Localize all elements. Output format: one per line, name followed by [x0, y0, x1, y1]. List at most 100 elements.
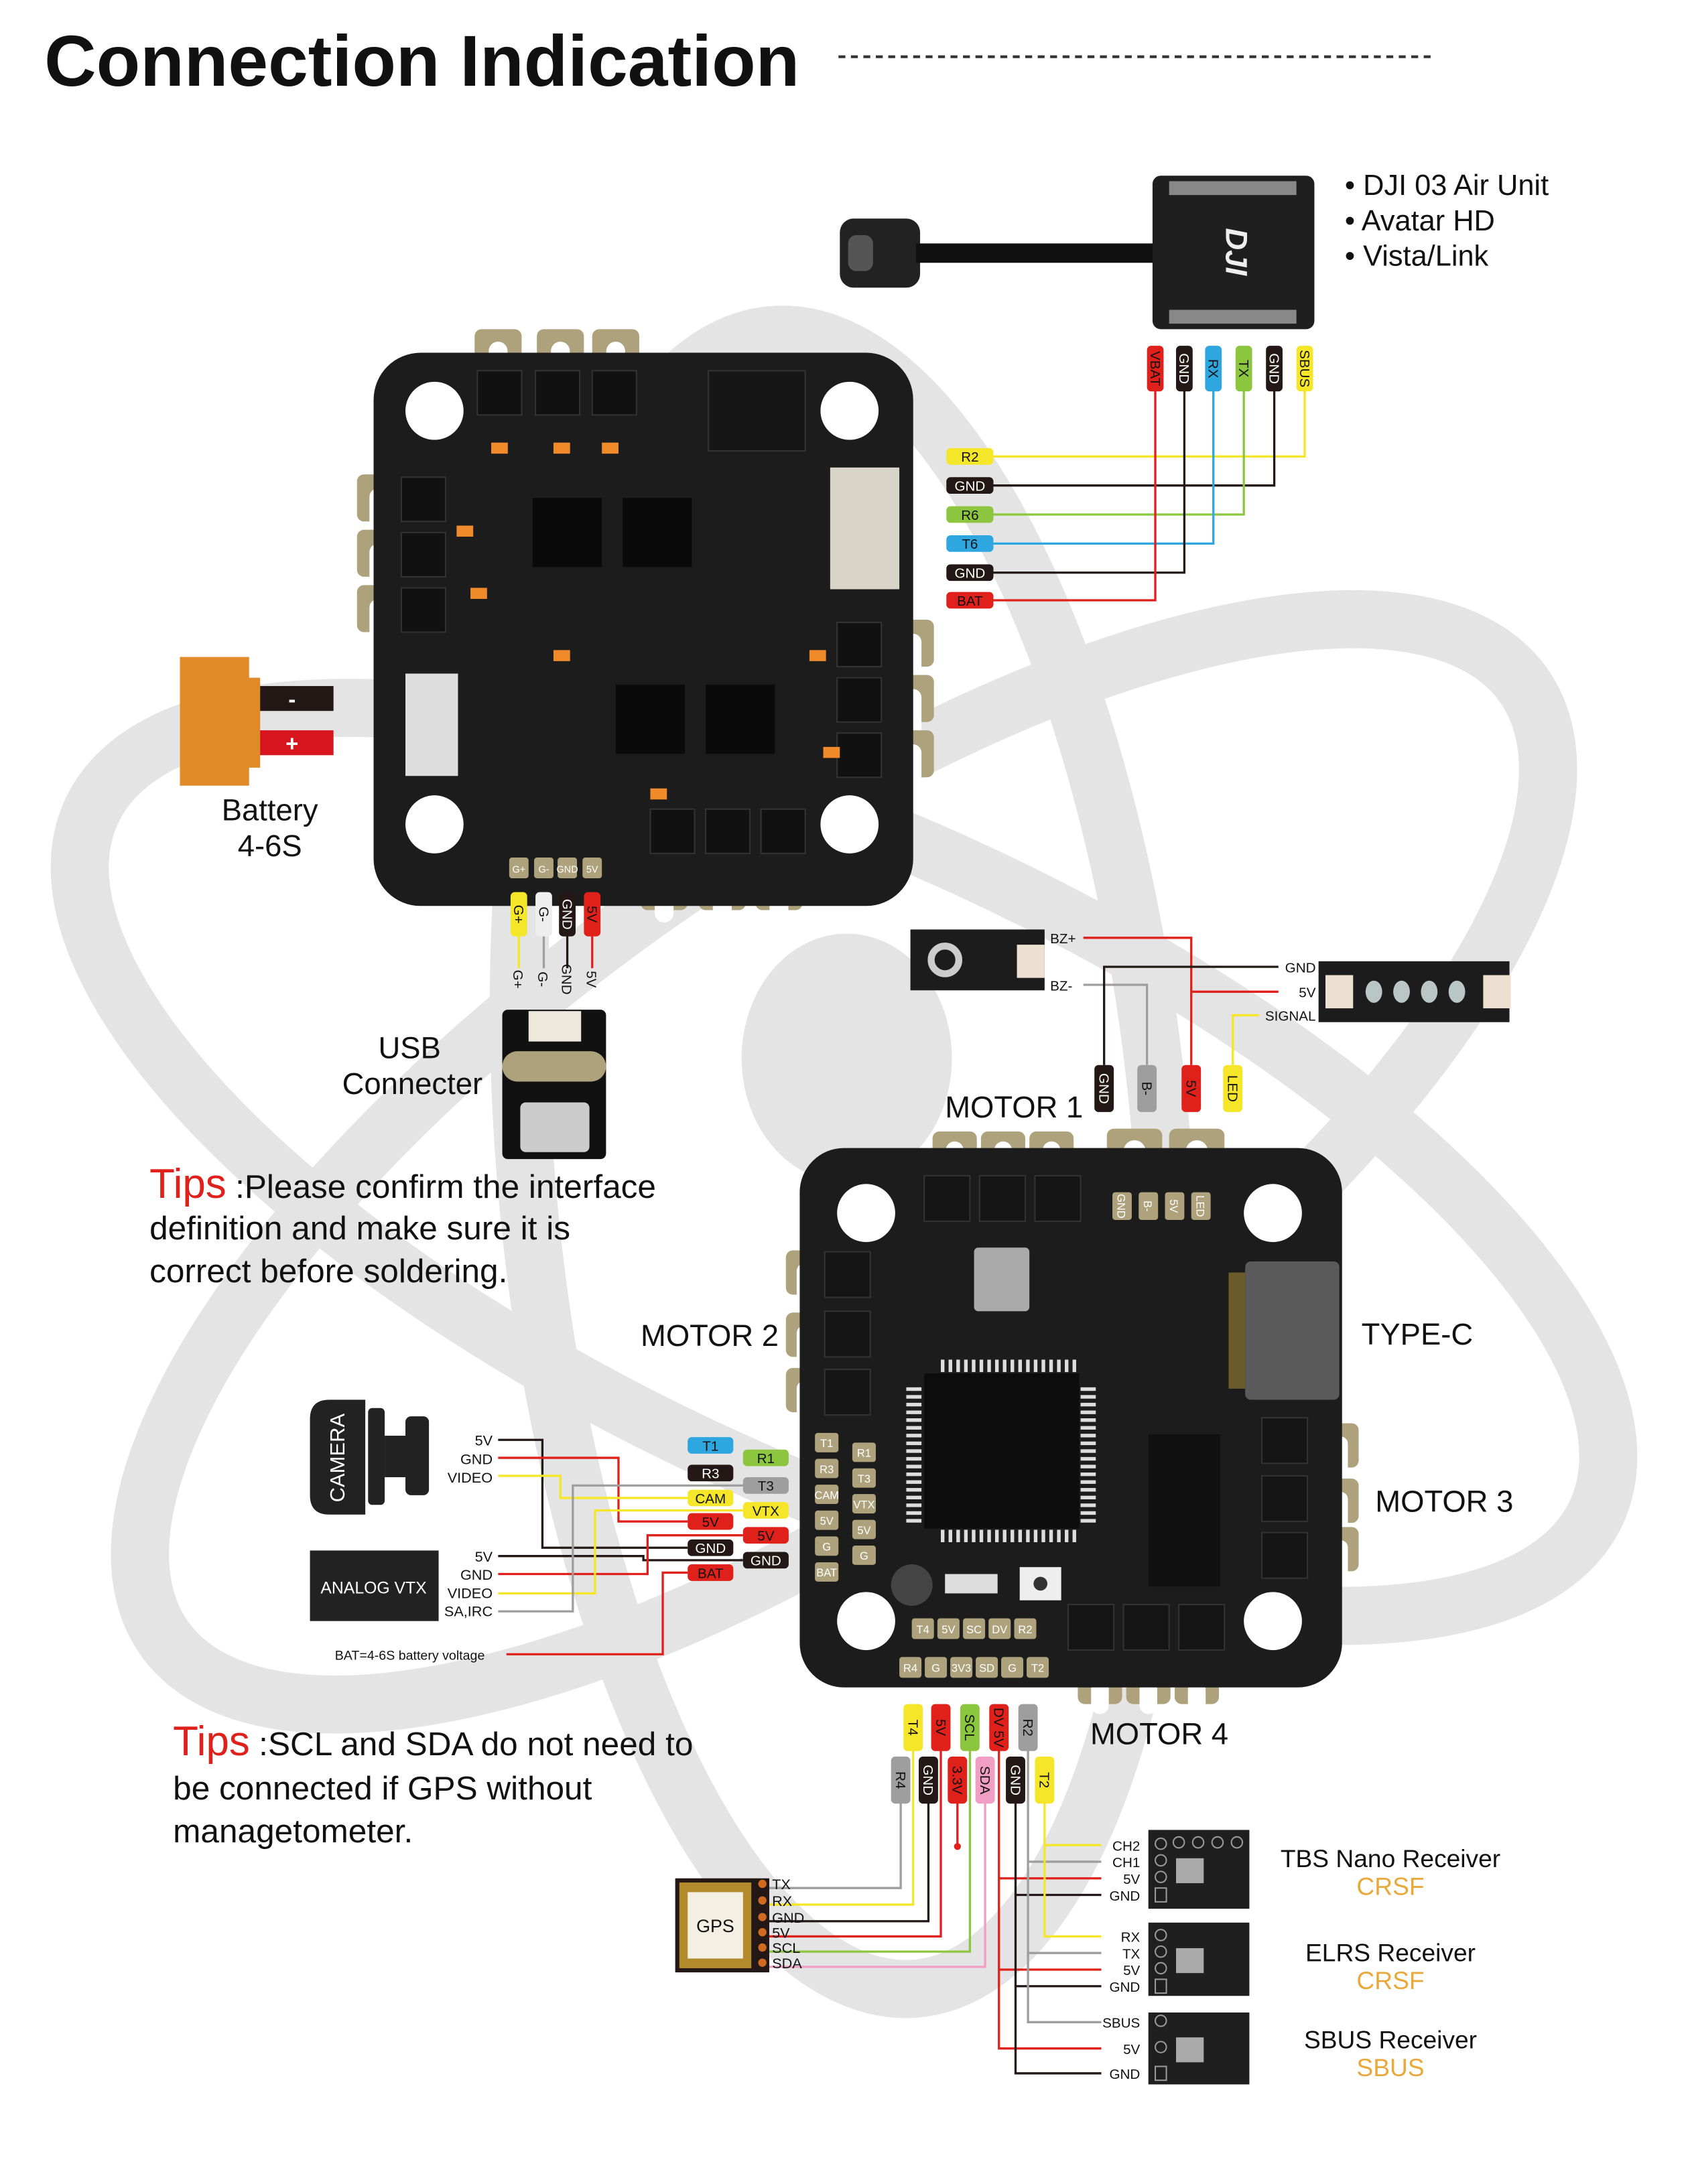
- mosfet: [1260, 1475, 1309, 1523]
- capacitor: [491, 442, 508, 454]
- fc-left-pad: 5V: [815, 1510, 839, 1530]
- esc-uart-tag-background: [946, 535, 994, 552]
- mcu-pin: [1026, 1529, 1030, 1543]
- tips-text: :Please confirm the interface: [235, 1168, 656, 1205]
- receiver-pad: [1155, 1978, 1167, 1994]
- mcu-pin: [906, 1488, 922, 1492]
- mcu-pin: [956, 1529, 960, 1543]
- fc-bottom-pad: T4: [911, 1618, 934, 1639]
- fc-bottom-pad: T2: [1027, 1657, 1049, 1678]
- gps-pin: [758, 1943, 767, 1952]
- led-icon: [1393, 980, 1410, 1003]
- mcu-pin: [972, 1359, 976, 1373]
- esc-pin-tag-label: 5V: [584, 906, 600, 923]
- fc-uart-tag-background: [688, 1437, 734, 1454]
- esc-pad-label: G+: [512, 864, 525, 875]
- bat-wire: [506, 1571, 688, 1655]
- vtx-5v-wire: [498, 1555, 743, 1562]
- fc-top-pad: B-: [1139, 1192, 1159, 1220]
- mosfet: [400, 531, 446, 577]
- mcu-pin: [1080, 1472, 1096, 1477]
- mcu-pin: [1080, 1511, 1096, 1515]
- fc-bottom-pad-label: SD: [979, 1663, 994, 1675]
- dji-pin-tag-label: VBAT: [1147, 351, 1163, 387]
- esc-pad: GND: [557, 858, 578, 879]
- led-icon: [1421, 980, 1438, 1003]
- gps-label: GPS: [696, 1916, 734, 1936]
- fc-right-pad-label: 5V: [857, 1525, 870, 1537]
- esc-pin-tag-label: G+: [511, 905, 526, 924]
- mcu-pin: [1011, 1359, 1015, 1373]
- camera-icon: [368, 1408, 385, 1505]
- buzzer-minus-label: BZ-: [1050, 978, 1072, 994]
- esc-uart-tag: BAT: [946, 592, 994, 609]
- mcu-pin: [1080, 1395, 1096, 1399]
- gps-pin-label: SCL: [772, 1939, 800, 1956]
- fc-top-pad: GND: [1112, 1192, 1132, 1220]
- dji-air-unit: [1152, 176, 1315, 330]
- esc-pin-tag-background: [535, 892, 552, 937]
- mosfet: [649, 808, 696, 854]
- esc-pin-tag-background: [584, 892, 601, 937]
- motor1-label: MOTOR 1: [945, 1090, 1083, 1124]
- fc-bottom-pad: 5V: [937, 1618, 960, 1639]
- usb-label: USB: [379, 1030, 441, 1065]
- fc-bottom-pad: SC: [963, 1618, 986, 1639]
- tips-text: :SCL and SDA do not need to: [259, 1725, 693, 1763]
- receiver-pad: [1155, 1929, 1167, 1941]
- vtx-video-wire: [498, 1509, 743, 1595]
- mcu-pin: [1080, 1464, 1096, 1469]
- fc-uart-tag-label: GND: [751, 1554, 781, 1569]
- gps-pin: [758, 1896, 767, 1905]
- fc-uart-tag-label: R1: [757, 1451, 775, 1466]
- fc-top-tag-label: GND: [1096, 1073, 1111, 1104]
- fc-left-pad: T1: [815, 1432, 839, 1452]
- receiver-chip: [1176, 2037, 1204, 2063]
- fc-right-pad-label: G: [860, 1550, 868, 1562]
- fc-top-pad: 5V: [1165, 1192, 1185, 1220]
- receiver-name: ELRS Receiver: [1305, 1939, 1476, 1967]
- dji-pin-tag-background: [1266, 346, 1283, 392]
- esc-uart-tag-label: GND: [954, 479, 985, 494]
- mcu-pin: [1080, 1456, 1096, 1461]
- receiver-pad: [1191, 1836, 1205, 1849]
- gps-pin: [758, 1958, 767, 1967]
- mcu-pin: [906, 1426, 922, 1430]
- dji-wire: [993, 390, 1157, 602]
- xt60-connector: [180, 657, 261, 786]
- mcu-pin: [906, 1410, 922, 1414]
- receiver-pin-label: SBUS: [1102, 2016, 1140, 2031]
- mcu-pin: [1057, 1359, 1061, 1373]
- fc-left-pad-label: CAM: [814, 1489, 839, 1501]
- boot-button-icon[interactable]: [1033, 1576, 1047, 1591]
- fc-left-pad-label: 5V: [820, 1515, 834, 1527]
- led-strip-connector: [1483, 975, 1511, 1009]
- fc-uart-tag: T3: [742, 1477, 789, 1494]
- capacitor: [553, 442, 570, 454]
- receiver-pin-label: CH2: [1112, 1838, 1140, 1854]
- mcu-pin: [906, 1519, 922, 1523]
- vtx-pin-label: GND: [460, 1566, 493, 1583]
- mount-hole: [820, 381, 879, 440]
- mosfet: [824, 1368, 871, 1416]
- fc-uart-tag-background: [742, 1449, 789, 1466]
- fc-top-tag-label: B-: [1139, 1082, 1154, 1096]
- mosfet: [1260, 1531, 1309, 1579]
- mcu-pin: [906, 1503, 922, 1507]
- negative-sign: -: [288, 687, 296, 711]
- mcu-pin: [964, 1529, 968, 1543]
- mosfet: [836, 622, 883, 668]
- gps-tx-wire: [769, 1802, 902, 1889]
- receiver-protocol: CRSF: [1356, 1872, 1424, 1900]
- mcu-pin: [941, 1529, 945, 1543]
- led-pin-label: SIGNAL: [1265, 1009, 1316, 1024]
- esc-pad: G-: [534, 858, 554, 879]
- mcu-pin: [979, 1359, 984, 1373]
- esc-pad: 5V: [582, 858, 602, 879]
- mcu-pin: [1041, 1359, 1045, 1373]
- tips-text: definition and make sure it is: [149, 1209, 570, 1247]
- mcu-pin: [906, 1449, 922, 1453]
- dji-logo: DJI: [1219, 228, 1253, 276]
- mosfet: [591, 370, 637, 416]
- bat-note: BAT=4-6S battery voltage: [335, 1649, 485, 1663]
